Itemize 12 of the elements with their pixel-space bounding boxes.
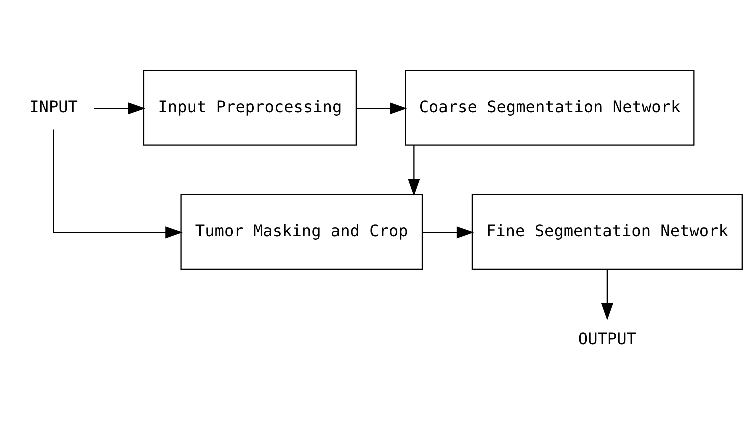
node-box: Coarse Segmentation Network (404, 70, 694, 146)
node-box: Fine Segmentation Network (471, 194, 742, 270)
node-text: OUTPUT (578, 329, 636, 348)
arrow (600, 270, 613, 320)
arrow (356, 102, 407, 115)
node-text: INPUT (29, 97, 78, 116)
node-box: Tumor Masking and Crop (180, 194, 423, 270)
arrow (52, 130, 182, 239)
node-box: Input Preprocessing (142, 70, 357, 146)
arrow (408, 146, 420, 196)
arrow (94, 102, 146, 115)
arrow (422, 226, 474, 239)
